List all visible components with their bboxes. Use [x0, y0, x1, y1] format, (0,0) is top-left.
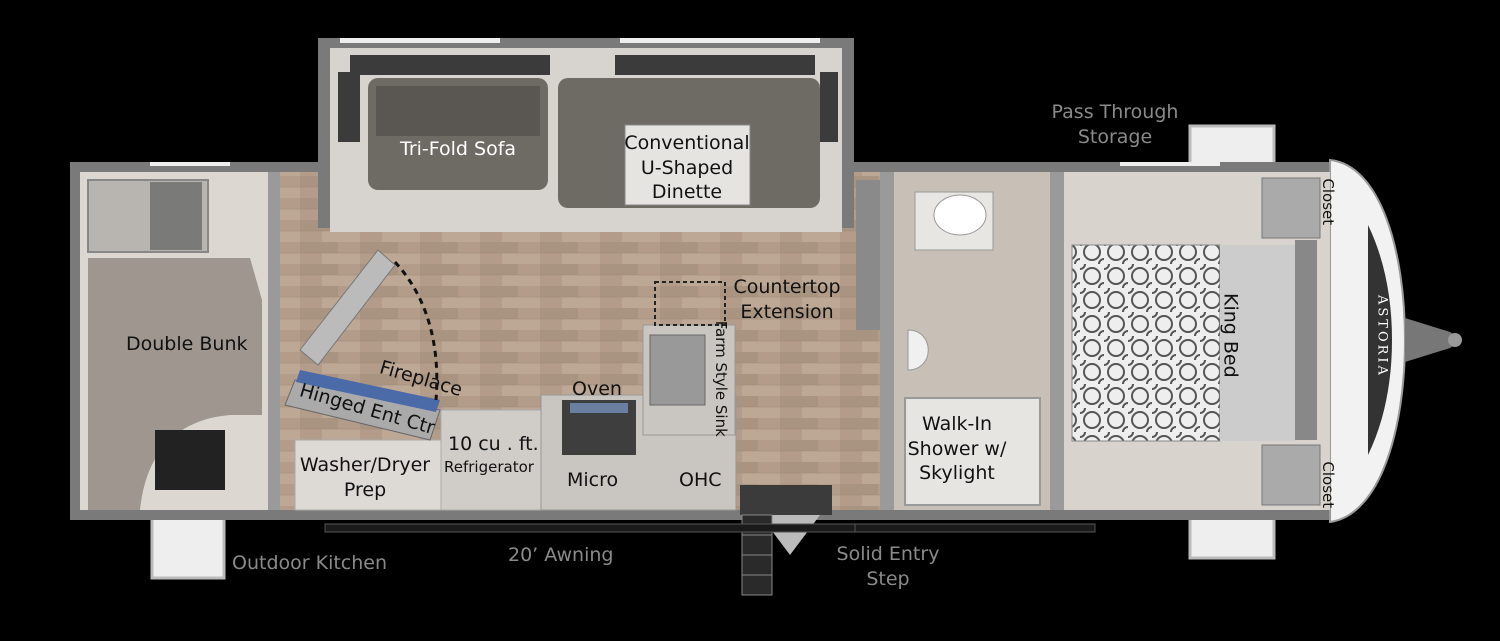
- refrigerator-size-label: 10 cu . ft.: [448, 433, 539, 455]
- fireplace: [296, 370, 440, 412]
- micro-label: Micro: [567, 469, 619, 491]
- hitch: [1405, 318, 1462, 362]
- awning-label: 20’ Awning: [508, 544, 614, 566]
- front-cap: [1329, 158, 1407, 524]
- double-bunk-label: Double Bunk: [126, 333, 248, 355]
- refrigerator-label: Refrigerator: [444, 458, 534, 476]
- king-bed: [1071, 244, 1221, 442]
- pass-through-storage-label: Pass Through Storage: [1051, 101, 1179, 148]
- closet-top-label: Closet: [1318, 178, 1337, 226]
- brand-logo: ASTORIA: [1374, 294, 1390, 378]
- dinette-label: Conventional U-Shaped Dinette: [624, 132, 750, 204]
- ohc-label: OHC: [679, 469, 722, 491]
- double-bunk: [88, 258, 262, 510]
- dinette-table: [624, 124, 751, 206]
- farm-sink: [649, 334, 706, 406]
- lower-storage-box: [1188, 516, 1276, 560]
- toilet: [907, 329, 929, 371]
- walk-in-shower: [904, 397, 1041, 506]
- closet-bottom-label: Closet: [1318, 461, 1337, 509]
- outdoor-kitchen-label: Outdoor Kitchen: [232, 552, 388, 574]
- king-bed-label: King Bed: [1219, 293, 1242, 378]
- oven-label: Oven: [572, 378, 622, 400]
- outdoor-kitchen-box: [150, 516, 226, 580]
- pass-through-storage-box: [1188, 124, 1276, 166]
- sofa-label: Tri-Fold Sofa: [400, 138, 517, 160]
- washer-dryer-label: Washer/Dryer Prep: [299, 454, 431, 501]
- entry-step-label: Solid Entry Step: [836, 543, 940, 590]
- countertop-label: Countertop Extension: [733, 276, 841, 323]
- shower-label: Walk-In Shower w/ Skylight: [907, 413, 1007, 485]
- washer-dryer-cabinet: [294, 439, 442, 511]
- sink-label: Farm Style Sink: [711, 320, 730, 437]
